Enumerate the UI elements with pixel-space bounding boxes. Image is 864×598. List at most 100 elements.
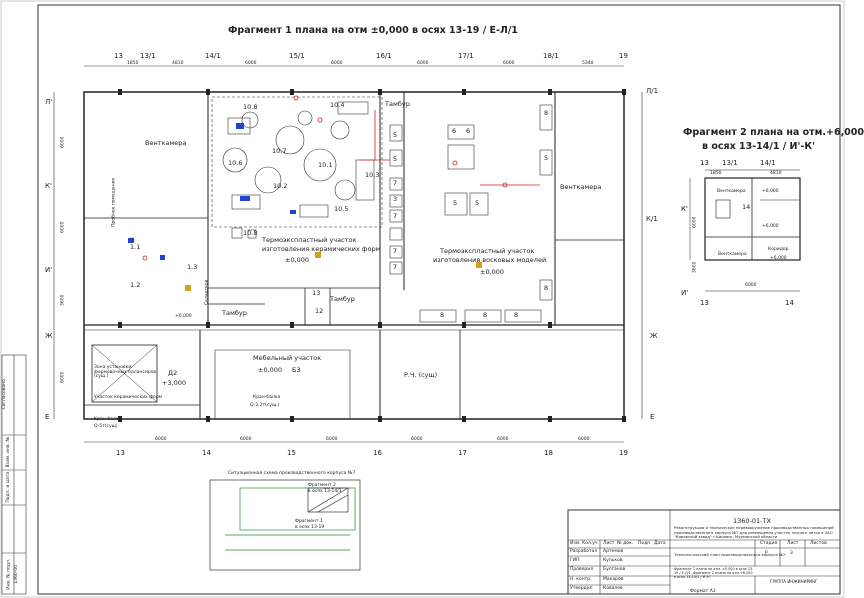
ceramic-area-level: ±0,000 — [285, 256, 310, 264]
wax-area-title-1: Термоэкспластный участок — [440, 247, 535, 255]
axis-marker: 14/1 — [205, 52, 221, 60]
axis-marker: 19 — [619, 52, 628, 60]
axis-marker: 15/1 — [289, 52, 305, 60]
axis-marker: Ж — [45, 332, 53, 340]
axis-marker: 13/1 — [140, 52, 156, 60]
key-plan-note2: в осях 13-14/1 — [308, 489, 342, 494]
title-block-drawing: Технологический план производственного к… — [674, 552, 786, 557]
axis-marker: Л' — [45, 98, 53, 106]
axis-marker: Л/1 — [646, 87, 659, 95]
equipment-label: 5 — [453, 199, 458, 207]
title-block-col: № док. — [617, 541, 634, 546]
mini-axis: 13/1 — [722, 159, 738, 167]
title-block-role: ГИП — [570, 558, 580, 563]
equipment-label: 10.8 — [243, 103, 258, 111]
title-block-sheet: 3 — [790, 551, 793, 556]
title-block-role: Н. контр. — [570, 577, 592, 582]
room-rch: Р.Ч. (сущ) — [404, 371, 438, 379]
mini-axis: 14 — [785, 299, 794, 307]
mini-ventkamera-top: Венткамера — [717, 189, 746, 194]
axis-marker: 18 — [544, 449, 553, 457]
mini-dim: 1850 — [710, 171, 722, 176]
mini-dim-total: 6000 — [745, 283, 757, 288]
equipment-label: 10.4 — [330, 101, 345, 109]
dim-label: 6000 — [60, 371, 66, 383]
mini-dim-v2: 3600 — [692, 261, 698, 273]
title-block-col: Изм. — [570, 541, 581, 546]
equipment-label: 8 — [440, 311, 445, 319]
wax-area-level: ±0,000 — [480, 268, 505, 276]
equipment-label: 7 — [393, 212, 398, 220]
title-block-col: Лист — [603, 541, 615, 546]
key-plan-note1: Фрагмент 2 — [308, 483, 336, 488]
axis-marker: 18/1 — [543, 52, 559, 60]
crane-capacity: Q-3,2т(сущ.) — [250, 403, 280, 408]
mini-level-b: +6,000 — [762, 224, 779, 229]
floor1-title: Фрагмент 1 плана на отм ±0,000 в осях 13… — [228, 25, 518, 36]
title-block-code: 1360-01-ТХ — [733, 517, 771, 525]
mini-axis-left: И' — [681, 289, 689, 297]
equipment-label: 5 — [544, 154, 549, 162]
key-plan — [209, 479, 361, 571]
title-block-name: Макаров — [603, 577, 624, 582]
dim-label: 6000 — [155, 437, 167, 442]
kran-bottom-label: Кран-балка — [94, 417, 122, 422]
room-ventkamera-right: Венткамера — [560, 183, 602, 191]
axis-marker: 19 — [619, 449, 628, 457]
level-022: +0,000 — [175, 314, 192, 319]
equipment-label: 10.3 — [365, 171, 380, 179]
axis-marker: 16 — [373, 449, 382, 457]
mini-level-c: +6,000 — [770, 256, 787, 261]
equipment-label: 7 — [393, 263, 398, 271]
title-block-col: Дата — [654, 541, 666, 546]
equipment-label: 10.2 — [273, 182, 288, 190]
mini-axis: 13 — [700, 159, 709, 167]
room-tambur-1: Тамбур — [385, 100, 410, 108]
equipment-label: 5 — [393, 155, 398, 163]
equipment-label: 10.8 — [243, 229, 258, 237]
zone-d2: Д2 — [168, 369, 178, 377]
title-block-sheet-label: Лист — [787, 541, 799, 546]
title-block-description: Реконструкция и техническое перевооружен… — [674, 525, 834, 540]
dim-label: 6000 — [417, 61, 429, 66]
equipment-label: 8 — [544, 284, 549, 292]
ceramic-area-title-2: изготовления керамических форм — [262, 245, 381, 253]
axis-marker: 13 — [114, 52, 123, 60]
axis-marker: 14 — [202, 449, 211, 457]
accent-markers — [185, 252, 482, 291]
mebel-area-code: Б3 — [292, 366, 301, 374]
floor2-plan — [689, 169, 801, 292]
axis-dimension-lines — [53, 65, 643, 443]
equipment-label: 1.2 — [130, 281, 141, 289]
equipment-label: 8 — [483, 311, 488, 319]
dim-label: 4810 — [172, 61, 184, 66]
wax-equipment — [389, 104, 553, 323]
dim-label: 5340 — [582, 61, 594, 66]
mini-dim-v1: 6000 — [692, 216, 698, 228]
sheet-inner-frame — [37, 4, 841, 595]
zone-d2-level: +3,000 — [162, 379, 187, 387]
side-stamp — [1, 354, 27, 595]
side-stamp-label: 1360-00 — [14, 564, 20, 584]
room-tambur-3: Тамбур — [222, 309, 247, 317]
mini-ventkamera-bottom: Венткамера — [718, 252, 747, 257]
building-outline — [83, 91, 625, 420]
equipment-label: 7 — [393, 247, 398, 255]
title-block-lines — [567, 509, 841, 595]
title-block-company: ГРУППА ИНЖИНИРИНГ — [770, 579, 818, 584]
equipment-label: 6 — [452, 127, 457, 135]
room-ventkamera-left: Венткамера — [145, 139, 187, 147]
flask-area-label: Зона установки формовочных балансиров (с… — [94, 365, 157, 379]
equipment-label: 1.1 — [130, 243, 141, 251]
title-block-name: Артемов — [603, 549, 624, 554]
kran-bottom-capacity: Q-5т(сущ) — [94, 424, 118, 429]
mini-label-14: 14 — [742, 203, 751, 211]
side-stamp-label: Взам. инв. № — [6, 436, 12, 468]
dim-label: 6000 — [578, 437, 590, 442]
dim-label: 1850 — [127, 61, 139, 66]
ceramic-area-title-1: Термоэкспластный участок — [262, 236, 357, 244]
wax-area-title-2: изготовления восковых моделей — [433, 256, 547, 264]
equipment-label: 13 — [312, 289, 321, 297]
equipment-label: 5 — [475, 199, 480, 207]
equipment-label: 8 — [514, 311, 519, 319]
